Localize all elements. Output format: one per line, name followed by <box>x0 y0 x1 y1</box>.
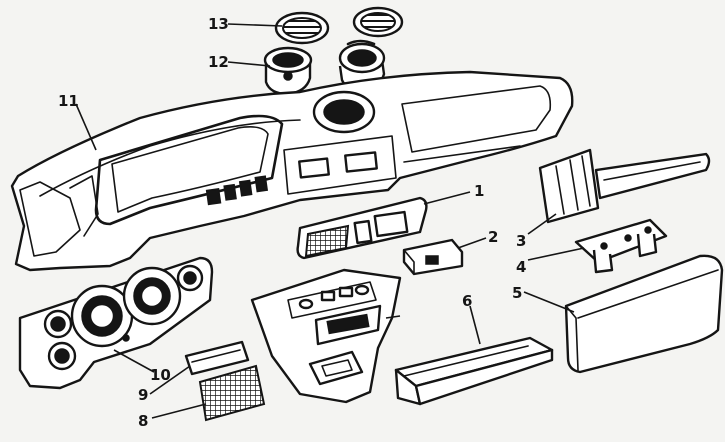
callout-11: 11 <box>58 92 79 110</box>
tray-part-6 <box>394 336 554 406</box>
callout-1: 1 <box>474 182 484 200</box>
callout-labels: 13 12 11 1 2 3 4 5 6 10 9 8 <box>58 15 526 430</box>
side-panel-part-3 <box>538 148 711 224</box>
callout-3: 3 <box>516 232 526 250</box>
glovebox-lid-part-5 <box>564 254 724 374</box>
callout-10: 10 <box>150 366 171 384</box>
strip-part-9 <box>184 340 250 376</box>
air-vent-grille-left <box>274 11 330 45</box>
callout-8: 8 <box>138 412 148 430</box>
center-console <box>250 268 402 404</box>
grille-part-8 <box>198 364 266 422</box>
callout-9: 9 <box>138 386 148 404</box>
gauge-cluster-part-10 <box>18 256 214 390</box>
callout-12: 12 <box>208 53 229 71</box>
vent-housing-left <box>263 46 313 96</box>
dashboard-panel <box>10 70 574 272</box>
air-vent-grille-right <box>352 6 404 38</box>
switch-block-part-2 <box>402 238 464 276</box>
leader-lines <box>75 23 585 419</box>
callout-5: 5 <box>512 284 522 302</box>
mounting-bracket-part-4 <box>574 218 668 274</box>
control-panel-part-1 <box>296 196 428 260</box>
callout-2: 2 <box>488 228 498 246</box>
callout-4: 4 <box>516 258 526 276</box>
callout-6: 6 <box>462 292 472 310</box>
callout-13: 13 <box>208 15 229 33</box>
